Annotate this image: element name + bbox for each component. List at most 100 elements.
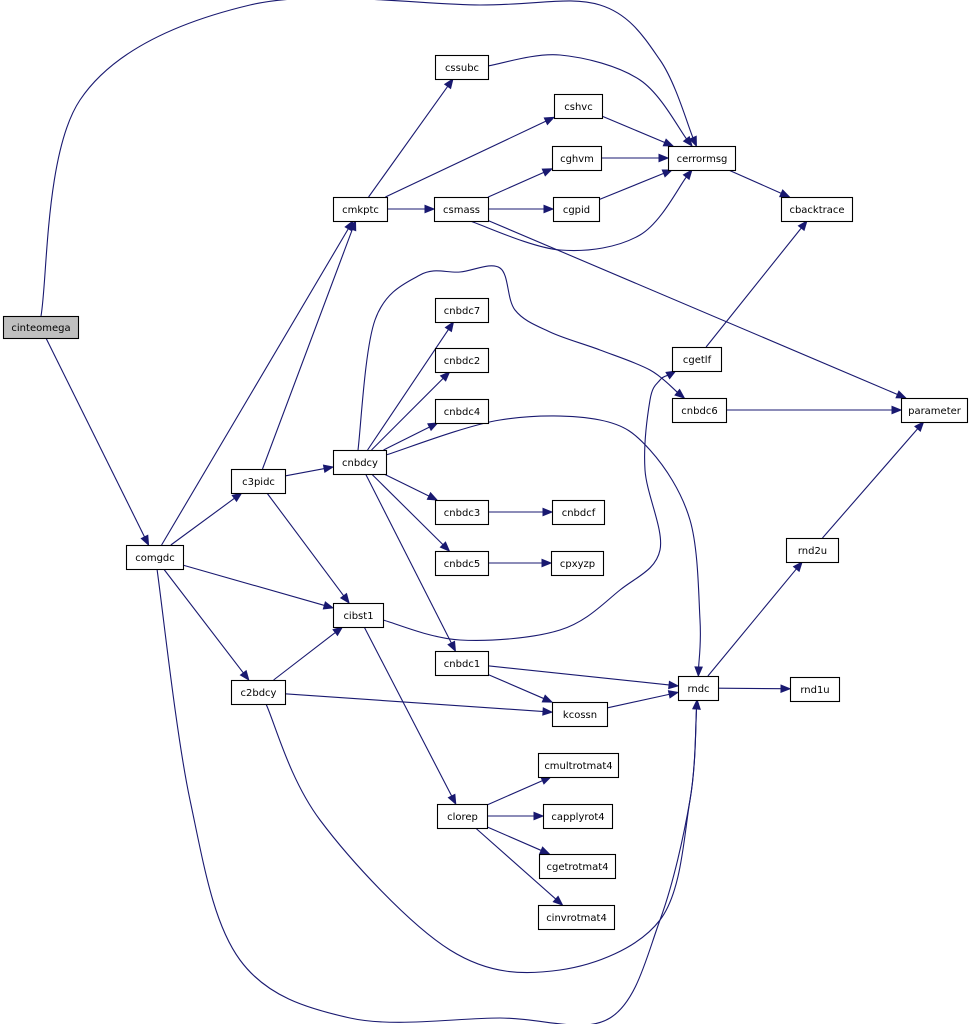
edge-csmass-to-cerrormsg — [469, 175, 688, 252]
node-parameter[interactable]: parameter — [900, 397, 969, 424]
node-cinteomega-label: cinteomega — [11, 323, 70, 334]
node-cnbdcy[interactable]: cnbdcy — [332, 449, 388, 476]
node-comgdc[interactable]: comgdc — [125, 544, 185, 571]
node-cpxyzp-box — [550, 550, 605, 577]
node-rnd1u[interactable]: rnd1u — [789, 676, 841, 703]
arrowhead-cnbdcy-to-cnbdc2 — [439, 371, 451, 382]
node-cgetlf[interactable]: cgetlf — [671, 346, 723, 373]
node-cinteomega[interactable]: cinteomega — [2, 315, 80, 340]
node-cnbdc5[interactable]: cnbdc5 — [434, 550, 490, 577]
node-cnbdc7[interactable]: cnbdc7 — [434, 297, 490, 324]
node-cbacktrace-label: cbacktrace — [789, 205, 844, 216]
node-cnbdcy-box — [332, 449, 388, 476]
arrowhead-csmass-to-cerrormsg — [682, 168, 693, 181]
edge-cmkptc-to-cshvc — [385, 120, 548, 198]
node-cnbdc2-box — [434, 347, 490, 374]
node-cgpid[interactable]: cgpid — [552, 196, 601, 223]
node-cmultrotmat4-label: cmultrotmat4 — [544, 761, 612, 772]
node-cinteomega-box — [2, 315, 80, 340]
node-rndc[interactable]: rndc — [677, 675, 720, 702]
node-cnbdc2[interactable]: cnbdc2 — [434, 347, 490, 374]
node-cnbdc1[interactable]: cnbdc1 — [434, 650, 490, 677]
arrowhead-cmkptc-to-csmass — [424, 204, 436, 214]
node-capplyrot4-box — [542, 803, 614, 830]
node-cnbdcf[interactable]: cnbdcf — [551, 499, 606, 526]
arrowhead-clorep-to-capplyrot4 — [533, 811, 545, 821]
node-rnd1u-box — [789, 676, 841, 703]
arrowhead-cmkptc-to-cssubc — [443, 77, 454, 90]
edge-comgdc-to-c3pidc — [170, 497, 236, 546]
arrowhead-kcossn-to-rndc — [667, 690, 680, 699]
node-cinvrotmat4[interactable]: cinvrotmat4 — [537, 904, 616, 931]
edge-rndc-to-rnd1u — [717, 687, 783, 690]
node-cgpid-label: cgpid — [563, 205, 590, 216]
nodes-layer: cinteomega comgdc cmkptc c3pidc c2bdcy cibst1… — [2, 54, 969, 931]
node-cgetrotmat4[interactable]: cgetrotmat4 — [538, 853, 617, 880]
node-cnbdc6-label: cnbdc6 — [681, 406, 717, 417]
node-cinvrotmat4-label: cinvrotmat4 — [546, 913, 607, 924]
node-cnbdc6-box — [671, 397, 728, 424]
node-cssubc-label: cssubc — [445, 63, 479, 74]
arrowhead-comgdc-to-c2bdcy — [239, 669, 250, 682]
node-cbacktrace[interactable]: cbacktrace — [780, 196, 854, 223]
arrowhead-csmass-to-cgpid — [543, 204, 555, 214]
arrowhead-rndc-to-rnd2u — [792, 560, 803, 573]
node-cibst1-box — [332, 602, 385, 629]
node-clorep-label: clorep — [447, 812, 478, 823]
node-cibst1[interactable]: cibst1 — [332, 602, 385, 629]
arrowhead-cinteomega-to-cerrormsg — [688, 135, 697, 148]
edge-cnbdcy-to-cnbdc6 — [357, 265, 679, 451]
node-csmass-box — [433, 196, 490, 223]
node-cnbdc6[interactable]: cnbdc6 — [671, 397, 728, 424]
edge-c3pidc-to-cnbdcy — [284, 467, 326, 477]
arrowhead-c3pidc-to-cmkptc — [348, 219, 357, 232]
node-parameter-box — [900, 397, 969, 424]
node-cmultrotmat4[interactable]: cmultrotmat4 — [537, 752, 620, 779]
node-cshvc-label: cshvc — [564, 102, 592, 113]
arrowhead-cnbdcy-to-cnbdc3 — [426, 491, 439, 501]
node-cbacktrace-box — [780, 196, 854, 223]
arrowhead-cinteomega-to-comgdc — [140, 534, 150, 547]
node-cnbdc5-box — [434, 550, 490, 577]
arrowhead-clorep-to-cgetrotmat4 — [538, 846, 551, 855]
node-comgdc-box — [125, 544, 185, 571]
node-capplyrot4[interactable]: capplyrot4 — [542, 803, 614, 830]
node-cshvc[interactable]: cshvc — [553, 93, 604, 120]
node-cnbdc4-box — [434, 398, 490, 425]
node-c3pidc-label: c3pidc — [242, 477, 275, 488]
node-cmkptc[interactable]: cmkptc — [332, 196, 389, 223]
node-clorep[interactable]: clorep — [436, 803, 489, 830]
arrowhead-cgpid-to-cerrormsg — [661, 169, 674, 178]
node-capplyrot4-label: capplyrot4 — [551, 812, 604, 823]
edge-comgdc-to-cibst1 — [182, 564, 326, 607]
edge-cibst1-to-cgetlf — [382, 374, 669, 641]
node-rndc-box — [677, 675, 720, 702]
edge-csmass-to-parameter — [487, 219, 899, 396]
node-cnbdc4[interactable]: cnbdc4 — [434, 398, 490, 425]
arrowhead-cnbdcy-to-cnbdc1 — [447, 640, 457, 653]
node-c3pidc[interactable]: c3pidc — [230, 468, 287, 495]
arrowhead-cnbdcy-to-cnbdc6 — [674, 388, 686, 399]
node-c3pidc-box — [230, 468, 287, 495]
arrowhead-rndc-to-rnd1u — [780, 684, 792, 694]
arrowhead-cshvc-to-cerrormsg — [662, 138, 675, 147]
arrowhead-c3pidc-to-cibst1 — [339, 592, 350, 605]
node-kcossn[interactable]: kcossn — [551, 701, 609, 728]
edge-cnbdcy-to-cnbdc3 — [383, 473, 431, 497]
node-cnbdc1-label: cnbdc1 — [444, 659, 480, 670]
node-cghvm[interactable]: cghvm — [551, 145, 603, 172]
node-cnbdc3[interactable]: cnbdc3 — [434, 499, 490, 526]
edge-cssubc-to-cerrormsg — [487, 54, 688, 141]
node-c2bdcy[interactable]: c2bdcy — [230, 679, 287, 706]
node-cssubc[interactable]: cssubc — [434, 54, 490, 81]
arrowhead-csmass-to-cghvm — [541, 168, 554, 177]
node-cpxyzp[interactable]: cpxyzp — [550, 550, 605, 577]
edge-cgpid-to-cerrormsg — [598, 172, 665, 201]
arrowhead-c2bdcy-to-kcossn — [542, 707, 554, 716]
node-rnd2u[interactable]: rnd2u — [785, 537, 840, 564]
node-rnd2u-label: rnd2u — [798, 546, 827, 557]
node-cerrormsg[interactable]: cerrormsg — [667, 145, 737, 172]
node-csmass[interactable]: csmass — [433, 196, 490, 223]
edge-kcossn-to-rndc — [606, 693, 671, 709]
arrowhead-c3pidc-to-cnbdcy — [322, 464, 335, 473]
